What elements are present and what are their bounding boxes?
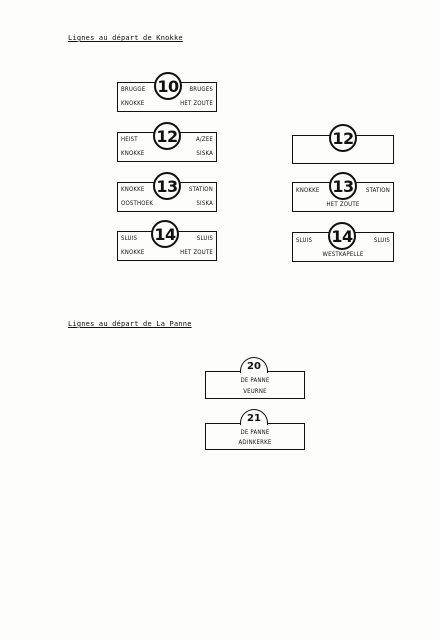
heading-knokke: Lignes au départ de Knokke xyxy=(68,34,183,42)
sign-21-line2: ADINKERKE xyxy=(238,439,272,446)
sign-14-bottom-left: KNOKKE xyxy=(121,249,145,256)
sign-13-top-left: KNOKKE xyxy=(121,186,145,193)
sign-13-bottom-right: SISKA xyxy=(196,200,213,207)
sign-12-top-right: A/ZEE xyxy=(195,136,213,143)
sign-right-13-number-disc: 13 xyxy=(329,172,357,200)
sign-12-number-disc: 12 xyxy=(153,122,181,150)
sign-right-14-top-right: SLUIS xyxy=(373,237,390,244)
sign-20-number-dome: 20 xyxy=(240,357,268,373)
sign-10-bottom-right: HET ZOUTE xyxy=(180,100,213,107)
heading-la-panne: Lignes au départ de La Panne xyxy=(68,320,192,328)
sign-right-13-top-left: KNOKKE xyxy=(296,187,320,194)
sign-right-13-top-right: STATION xyxy=(365,187,390,194)
sign-21-line1: DE PANNE xyxy=(240,429,270,436)
sign-21-number-dome: 21 xyxy=(240,409,268,425)
sign-right-14-number-disc: 14 xyxy=(328,222,356,250)
sign-10-number-disc: 10 xyxy=(154,72,182,100)
sign-10-top-left: BRUGGE xyxy=(121,86,146,93)
sign-14-bottom-right: HET ZOUTE xyxy=(180,249,213,256)
sign-line-21: DE PANNE ADINKERKE xyxy=(205,423,305,450)
sign-13-top-right: STATION xyxy=(188,186,213,193)
sign-12-bottom-right: SISKA xyxy=(196,150,213,157)
sign-right-14-bottom: WESTKAPELLE xyxy=(322,251,364,258)
sign-12-top-left: HEIST xyxy=(121,136,138,143)
sign-14-top-left: SLUIS xyxy=(121,235,138,242)
sign-20-line1: DE PANNE xyxy=(240,377,270,384)
sign-right-13-bottom: HET ZOUTE xyxy=(326,201,360,208)
sign-12-bottom-left: KNOKKE xyxy=(121,150,145,157)
sign-13-bottom-left: OOSTHOEK xyxy=(121,200,154,207)
sign-right-12-number-disc: 12 xyxy=(329,124,357,152)
sign-14-top-right: SLUIS xyxy=(196,235,213,242)
sign-10-top-right: BRUGES xyxy=(189,86,213,93)
sign-13-number-disc: 13 xyxy=(153,172,181,200)
sign-right-14-top-left: SLUIS xyxy=(296,237,313,244)
sign-10-bottom-left: KNOKKE xyxy=(121,100,145,107)
sign-line-20: DE PANNE VEURNE xyxy=(205,371,305,399)
sign-14-number-disc: 14 xyxy=(151,220,179,248)
sign-20-line2: VEURNE xyxy=(243,388,267,395)
